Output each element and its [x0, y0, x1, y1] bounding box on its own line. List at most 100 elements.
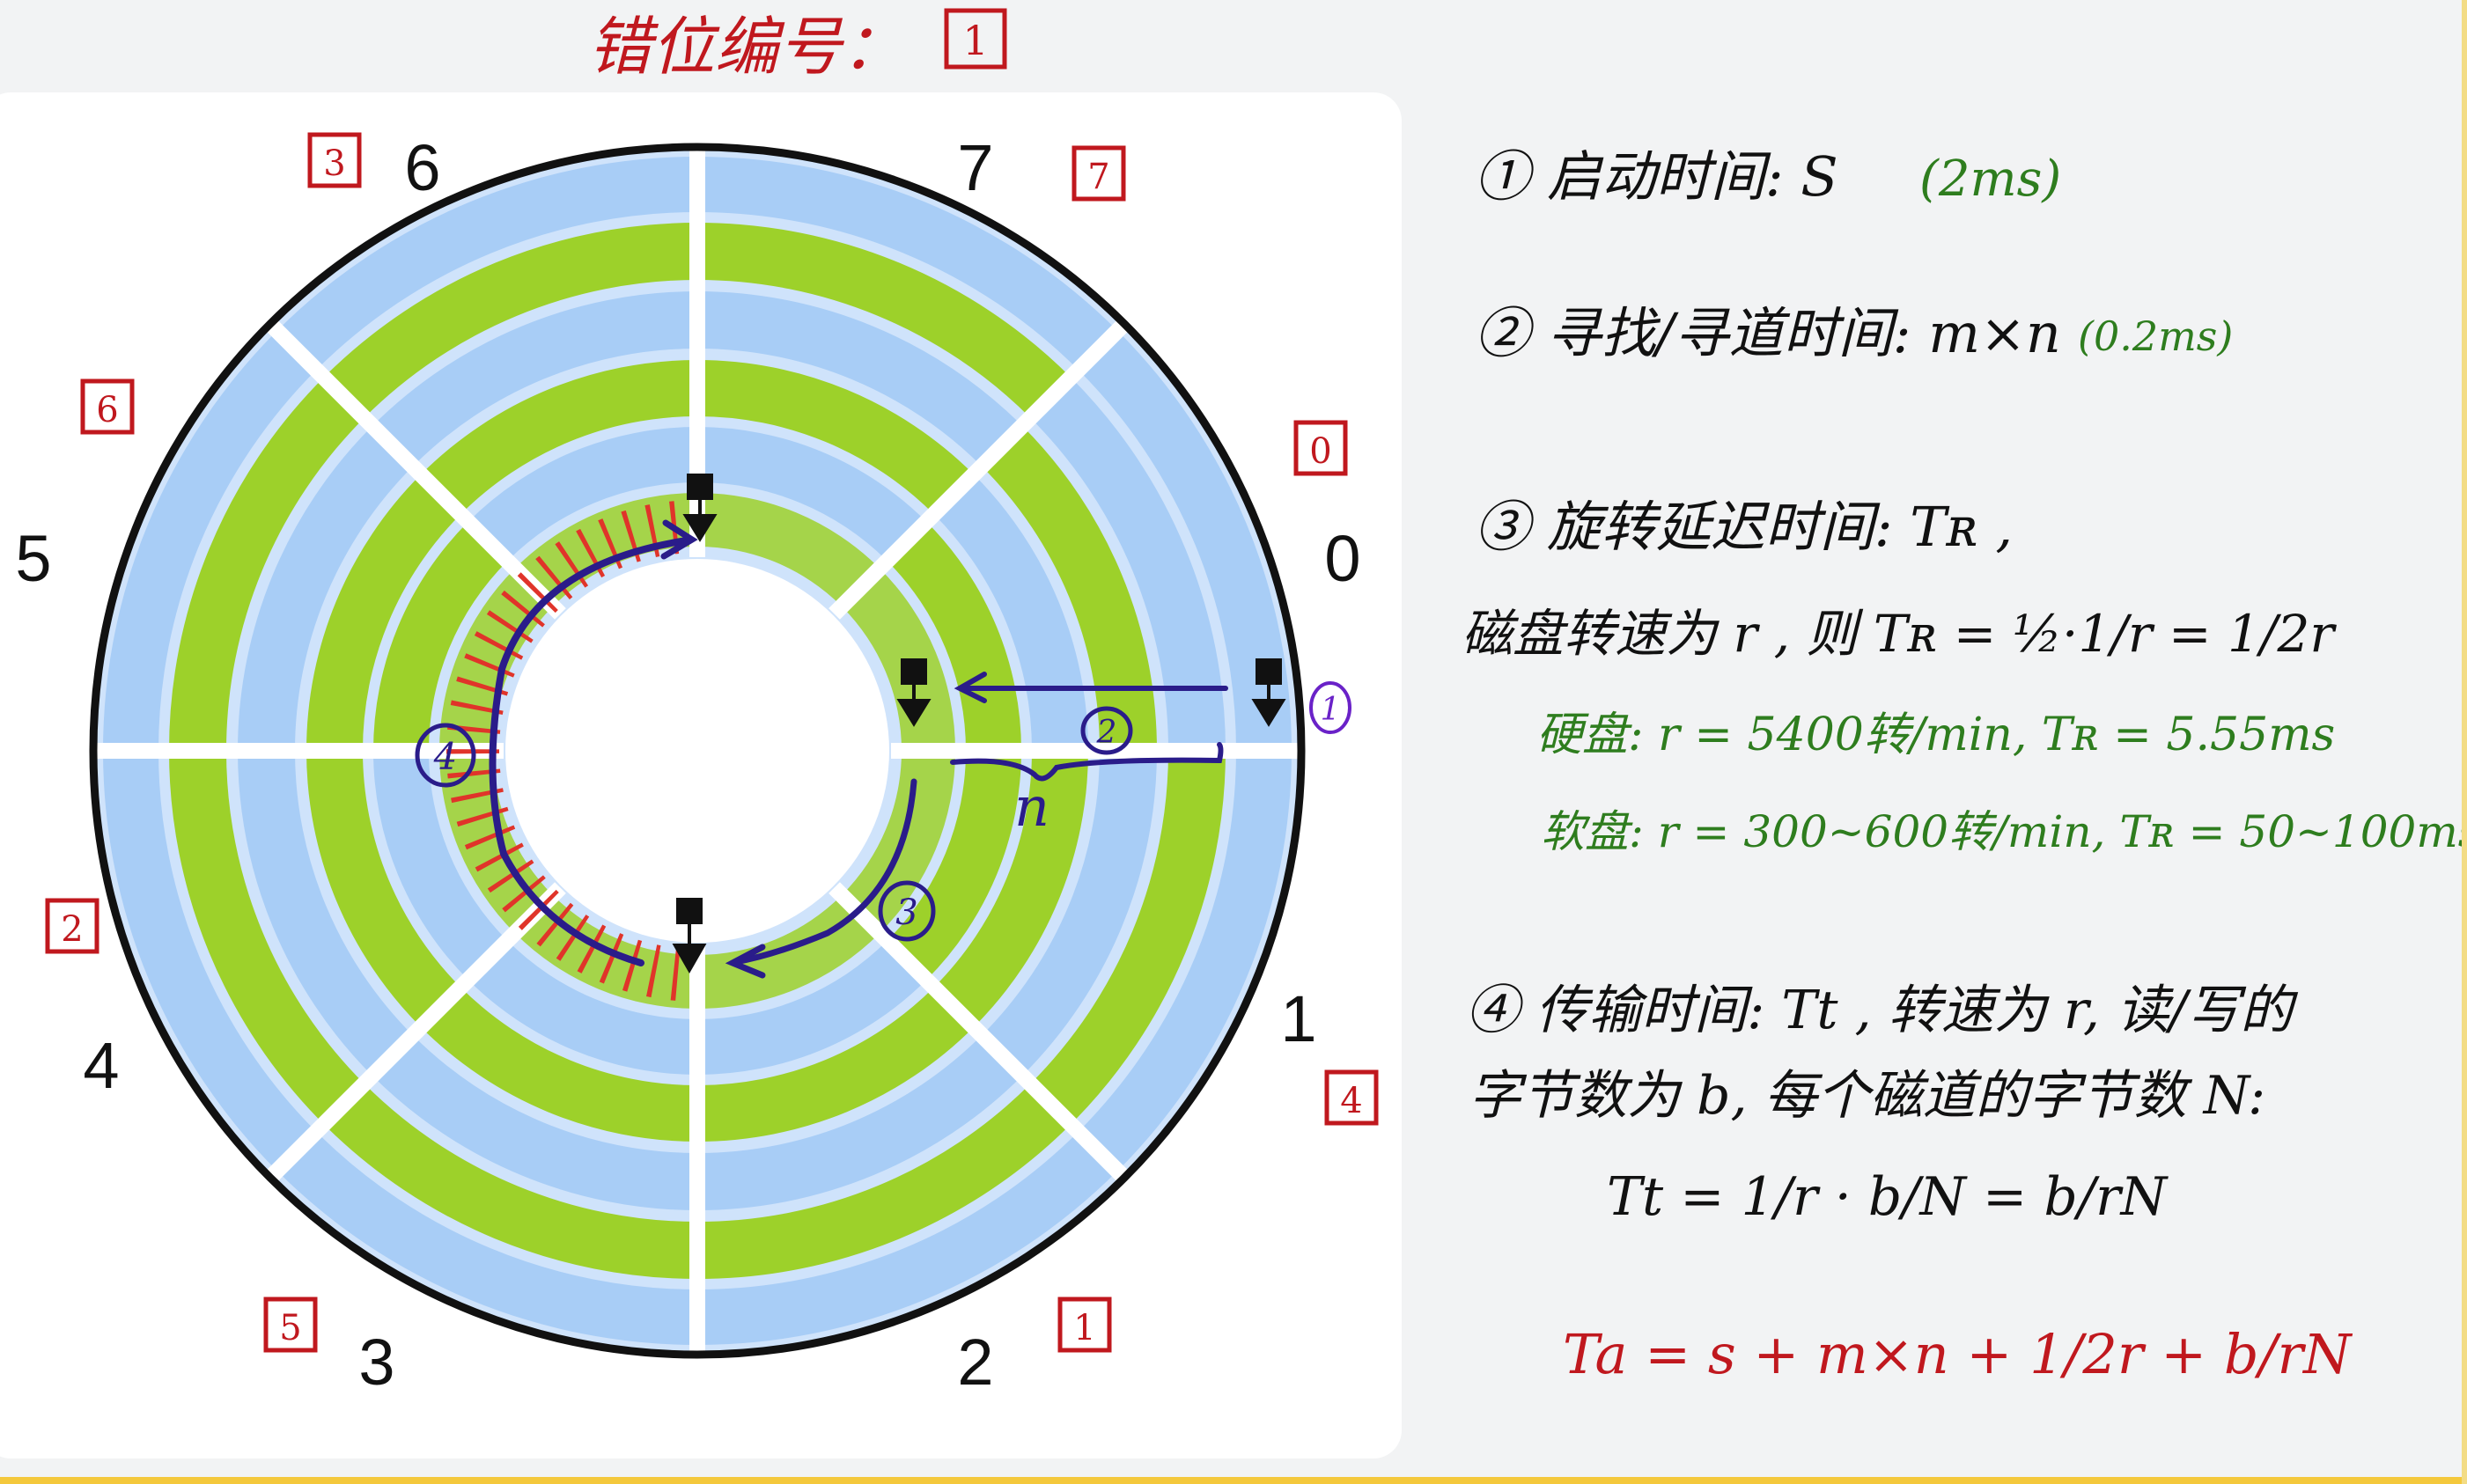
note-rotation-formula: 磁盘转速为 r , 则 Tʀ = ½·1/r = 1/2r: [1462, 604, 2337, 664]
sector-number-labels: 0 1 2 3 4 5 6 7: [15, 131, 1360, 1399]
note-rotation-hard: 硬盘: r = 5400转/min, Tʀ = 5.55ms: [1536, 709, 2335, 761]
sector-number-label: 3: [358, 1326, 394, 1399]
note-transfer-line2: 字节数为 b, 每个磁道的字节数 N:: [1469, 1065, 2265, 1127]
note-seek: ② 寻找/寻道时间: m×n: [1475, 301, 2061, 365]
track-segment: [982, 751, 1157, 1076]
bottom-accent-strip: [0, 1477, 2467, 1484]
note-seek-value: (0.2ms): [2078, 312, 2233, 360]
svg-text:5: 5: [279, 1308, 301, 1348]
track-segment: [697, 360, 974, 515]
stagger-number-label: 7: [1071, 145, 1126, 202]
track-segment: [697, 1131, 1118, 1345]
track-count-brace: [950, 742, 1224, 782]
note-total-formula: Ta = s + m×n + 1/2r + b/rN: [1563, 1322, 2353, 1386]
stagger-number-label: 5: [263, 1297, 318, 1353]
track-segment: [323, 1084, 697, 1279]
track-segment: [306, 474, 461, 751]
note-startup-value: (2ms): [1919, 151, 2061, 208]
track-segment: [169, 751, 365, 1125]
n-label: n: [1014, 775, 1049, 839]
svg-text:2: 2: [61, 909, 83, 950]
track-segment: [1078, 330, 1292, 751]
svg-text:4: 4: [433, 735, 458, 778]
track-segment: [323, 223, 697, 418]
transfer-arrow-4: [489, 537, 690, 966]
sector-number-label: 5: [15, 522, 51, 595]
svg-text:3: 3: [323, 143, 345, 184]
notes-panel: ① 启动时间: S (2ms) ② 寻找/寻道时间: m×n (0.2ms) ③…: [1462, 144, 2467, 1386]
sector-number-label: 2: [957, 1326, 993, 1399]
sector-gap: [261, 315, 566, 620]
track-segment: [933, 474, 1088, 751]
track-segment: [697, 895, 880, 1009]
track-segment: [103, 751, 317, 1172]
track-segment: [982, 425, 1157, 751]
rotation-arrow-3: [732, 778, 917, 966]
stagger-number-label: 0: [1293, 420, 1348, 476]
stagger-title: 错位编号：: [588, 10, 905, 84]
svg-text:0: 0: [1309, 431, 1331, 472]
track-segment: [372, 1035, 697, 1210]
sector-number-label: 7: [957, 131, 993, 204]
track-segment: [697, 427, 927, 562]
rotation-arrow-3-head: [725, 944, 766, 979]
track-segment: [169, 377, 365, 751]
track-segment: [933, 751, 1088, 1027]
track-segment: [887, 751, 1021, 981]
track-segment: [1030, 751, 1226, 1125]
track-segment: [697, 493, 880, 606]
svg-text:1: 1: [1321, 692, 1341, 728]
circle-3-marker: 3: [878, 880, 936, 942]
svg-text:1: 1: [1073, 1308, 1095, 1348]
transfer-arrow-4-head: [660, 519, 698, 560]
note-rotation-title: ③ 旋转延迟时间: Tʀ ,: [1475, 495, 2013, 559]
track-segment: [421, 987, 697, 1142]
stagger-number-label: 2: [45, 898, 99, 954]
track-segment: [842, 751, 955, 934]
platter-hub: [505, 559, 889, 943]
stagger-number-label: 3: [307, 132, 362, 188]
track-segment: [697, 940, 927, 1075]
track-segment: [887, 521, 1021, 751]
circle-2-marker: 2: [1080, 706, 1133, 755]
stagger-title-box: [944, 8, 1007, 70]
head-outer-icon: [1251, 658, 1286, 727]
track-segment: [421, 360, 697, 515]
track-segment: [276, 157, 697, 371]
sector-gap: [828, 315, 1133, 620]
stagger-number-label: 1: [1057, 1297, 1112, 1353]
sector-number-label: 4: [83, 1029, 119, 1102]
head-track3-icon: [896, 658, 932, 727]
track-segment: [276, 1131, 697, 1345]
track-segment: [697, 291, 1023, 467]
note-rotation-soft: 软盘: r = 300~600转/min, Tʀ = 50~100ms: [1541, 806, 2467, 857]
svg-text:6: 6: [96, 390, 118, 430]
sector-gap: [828, 882, 1133, 1186]
track-segment: [238, 425, 413, 751]
track-segment: [1078, 751, 1292, 1172]
circle-4-marker: 4: [415, 723, 476, 788]
track-segment: [373, 751, 508, 981]
track-segment: [468, 427, 697, 562]
svg-text:4: 4: [1340, 1081, 1362, 1121]
track-segment: [103, 330, 317, 751]
note-transfer-line1: ④ 传输时间: Tt , 转速为 r, 读/写的: [1466, 980, 2298, 1041]
note-startup: ① 启动时间: S: [1475, 144, 1838, 209]
sector-gap: [261, 882, 566, 1186]
svg-text:2: 2: [1096, 715, 1117, 751]
svg-text:7: 7: [1087, 157, 1109, 197]
track-segment: [238, 751, 413, 1076]
track-segment: [1030, 377, 1226, 751]
stagger-number-label: 6: [80, 378, 135, 435]
track-segment: [372, 291, 697, 467]
head-top-icon: [682, 474, 718, 542]
sector-number-label: 6: [404, 131, 440, 204]
track-segment: [697, 223, 1071, 418]
svg-text:3: 3: [895, 893, 917, 933]
sector-number-label: 1: [1280, 982, 1316, 1055]
track-segment: [373, 521, 508, 751]
track-segment: [697, 157, 1118, 371]
seek-arrow: [954, 672, 1228, 703]
